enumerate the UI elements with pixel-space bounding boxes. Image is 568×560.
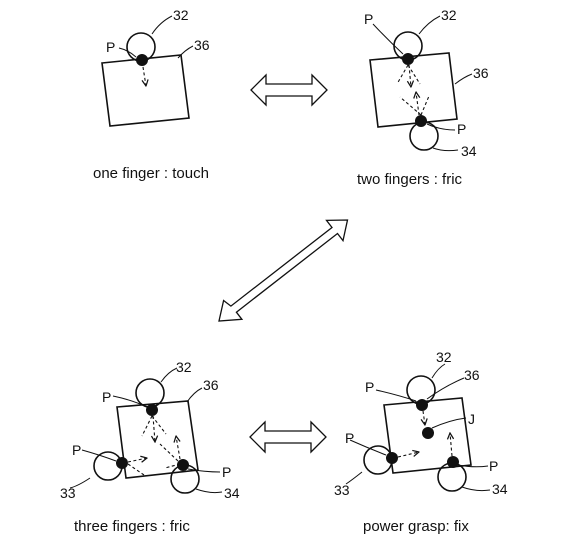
contact-point-top [146,404,158,416]
object-ref-label: 36 [203,377,219,393]
contact-point-top [416,399,428,411]
force-arrow-right [176,436,180,460]
contact-ref-label-right: P [222,464,231,480]
force-arrow-right [450,433,452,457]
finger-ref-label: 32 [173,7,189,23]
finger-ref-label-right: 34 [492,481,508,497]
panel-two-fingers: 32 36 P P 34 two fingers : fric [357,7,489,188]
contact-ref-label-left: P [345,430,354,446]
contact-ref-label-top: P [102,389,111,405]
force-arrow-bottom [416,92,419,116]
finger-ref-label-bottom: 34 [461,143,477,159]
joint-ref-label: J [468,411,475,427]
finger-ref-label-top: 32 [176,359,192,375]
finger-ref-label-left: 33 [60,485,76,501]
panel-caption: power grasp: fix [363,518,469,535]
force-arrow-left [397,452,419,458]
object-block [369,52,458,128]
joint-point [422,427,434,439]
contact-ref-label-bottom: P [457,121,466,137]
panel-power-grasp: 32 36 P J P 33 P 34 power grasp: fix [334,349,508,535]
contact-ref-label-top: P [365,379,374,395]
contact-point-left [116,457,128,469]
panel-caption: two fingers : fric [357,171,463,188]
contact-point-left [386,452,398,464]
panel-caption: three fingers : fric [74,518,190,535]
force-arrow-top [153,415,155,442]
finger-ref-label-top: 32 [436,349,452,365]
double-arrow-diagonal [218,219,349,322]
panel-caption: one finger : touch [93,165,209,182]
contact-point [136,54,148,66]
contact-ref-label: P [106,39,115,55]
object-ref-label: 36 [473,65,489,81]
finger-ref-label-left: 33 [334,482,350,498]
force-arrow-top [409,64,411,87]
force-arrow [143,66,146,86]
object-ref-label: 36 [464,367,480,383]
double-arrow-top [250,73,328,107]
contact-ref-label-left: P [72,442,81,458]
double-arrow-bottom [249,420,327,454]
contact-point-top [402,53,414,65]
contact-point-right [177,459,189,471]
contact-ref-label-top: P [364,11,373,27]
contact-ref-label-right: P [489,458,498,474]
finger-ref-label-right: 34 [224,485,240,501]
finger-ref-label-top: 32 [441,7,457,23]
object-block [383,397,472,474]
force-arrow-top [423,410,425,425]
panel-one-finger: 32 36 P one finger : touch [93,7,210,182]
object-block [101,54,190,127]
contact-point-right [447,456,459,468]
object-ref-label: 36 [194,37,210,53]
panel-three-fingers: 32 36 P P 33 P 34 three fingers : fric [60,359,240,535]
contact-point-bottom [415,115,427,127]
finger-circle-top [135,378,165,408]
object-block [116,400,199,479]
force-arrow-left [127,458,147,462]
